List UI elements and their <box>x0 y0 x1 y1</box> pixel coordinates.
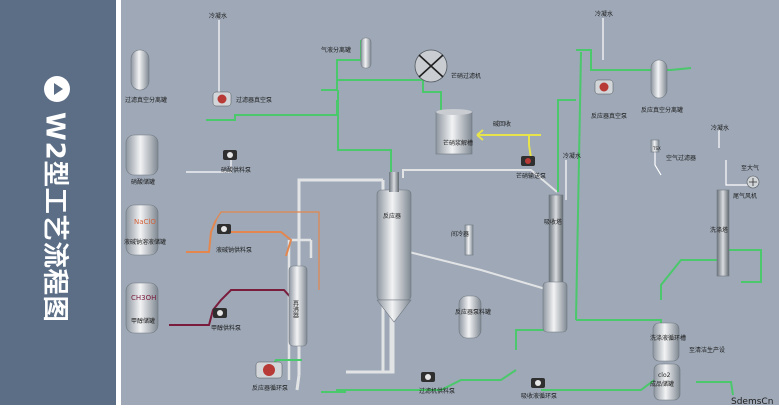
pipe-orange-reactor <box>215 211 320 290</box>
methanol-pump-label: 甲醇供料泵 <box>211 324 241 332</box>
pipe-to-atmosphere <box>725 160 751 186</box>
pump-acid[interactable]: 硝酸供料泵 <box>221 150 251 174</box>
tsx-label: TSX <box>652 146 661 151</box>
reactor-vacuum-tank-label: 反应真空分离罐 <box>641 106 683 114</box>
tail-fan[interactable]: 至大气 尾气风机 <box>733 164 760 200</box>
circ-tank[interactable]: 洗涤液循环槽 <box>650 322 686 362</box>
pipe-green-reactor-top <box>337 90 392 175</box>
naoh-tank-text: NaClO <box>134 218 156 226</box>
alkali-recovery-label: 碱回收 <box>493 120 511 128</box>
pipe-maroon-methanol <box>169 289 297 326</box>
pump-filter-vacuum[interactable]: 过滤器真空泵 <box>212 91 272 107</box>
air-filter[interactable]: TSX 空气过滤器 <box>650 139 696 162</box>
pipe-reactor-to-absorber <box>402 169 558 193</box>
tail-fan-label: 尾气风机 <box>733 192 757 200</box>
cooling-water-3-label: 冷凝水 <box>711 124 729 132</box>
methanol-tank-label: 甲醇储罐 <box>131 317 155 325</box>
watermark: SdemsCn <box>731 397 773 405</box>
cooling-water-2-label: 冷凝水 <box>595 10 613 18</box>
pipe-air-filter <box>654 150 662 176</box>
mango-filter-label: 芒硝过滤机 <box>451 72 481 80</box>
tank-reactor-vacuum[interactable]: 反应真空分离罐 <box>641 59 683 114</box>
to-production-label: 至清洁生产设 <box>689 346 725 354</box>
tank-mango-slurry[interactable]: 芒硝浆解槽 <box>435 109 473 155</box>
reactor-label: 反应器 <box>383 212 401 220</box>
pipe-green-right <box>575 49 692 345</box>
process-flow-diagram: 过滤真空分离罐 硝酸储罐 NaClO 液碱钠溶液储罐 CH3OH 甲醇储罐 反应… <box>124 10 773 407</box>
wash-tower[interactable]: 洗涤塔 <box>710 189 730 277</box>
naoh-tank-label: 液碱钠溶液储罐 <box>124 238 166 246</box>
heat-exchanger[interactable]: 再沸器 <box>288 265 308 347</box>
sidebar-divider <box>116 0 121 405</box>
tank-gas-separator[interactable]: 气液分离罐 <box>321 37 372 69</box>
acid-pump-label: 硝酸供料泵 <box>221 166 251 174</box>
tank-naoh[interactable]: NaClO 液碱钠溶液储罐 <box>124 204 166 256</box>
cooler[interactable]: 间冷器 <box>451 224 474 256</box>
process-diagram-canvas: 过滤真空分离罐 硝酸储罐 NaClO 液碱钠溶液储罐 CH3OH 甲醇储罐 反应… <box>121 0 779 407</box>
methanol-tank-text: CH3OH <box>131 294 156 302</box>
reactor-pump-tank[interactable]: 反应器泵料罐 <box>455 295 491 339</box>
product-tank[interactable]: clo2 成品储罐 <box>650 363 681 401</box>
product-tank-label: 成品储罐 <box>650 380 674 388</box>
mango-filter[interactable]: 芒硝过滤机 <box>414 49 481 83</box>
filter-vacuum-pump-label: 过滤器真空泵 <box>236 96 272 104</box>
mango-pump-label: 芒硝输送泵 <box>516 172 546 180</box>
cooler-label: 间冷器 <box>451 230 469 238</box>
sidebar-title: W2型工艺流程图 <box>39 112 70 323</box>
pipe-reactor-side <box>400 249 550 291</box>
absorber-label: 吸收塔 <box>544 218 562 226</box>
circ-tank-label: 洗涤液循环槽 <box>650 334 686 342</box>
gas-separator-label: 气液分离罐 <box>321 46 351 54</box>
play-circle-icon[interactable] <box>44 76 70 102</box>
pump-absorb[interactable]: 吸收液循环泵 <box>521 378 557 400</box>
acid-tank-label: 硝酸储罐 <box>131 178 155 186</box>
pump-reactor-vacuum[interactable]: 反应器真空泵 <box>591 79 627 120</box>
tank-acid[interactable]: 硝酸储罐 <box>125 134 159 186</box>
pump-reactor-circ[interactable]: 反应器循环泵 <box>252 361 288 392</box>
tank-methanol[interactable]: CH3OH 甲醇储罐 <box>125 282 159 334</box>
pump-methanol[interactable]: 甲醇供料泵 <box>211 308 241 332</box>
cooling-water-1-label: 冷凝水 <box>209 12 227 20</box>
reactor-vacuum-pump-label: 反应器真空泵 <box>591 112 627 120</box>
sidebar: W2型工艺流程图 <box>0 0 116 405</box>
pipe-acid-line <box>186 158 232 173</box>
pipe-orange-naoh <box>186 219 293 257</box>
reactor-pump-tank-label: 反应器泵料罐 <box>455 308 491 316</box>
pipe-yellow-recovery <box>476 129 541 159</box>
pump-mango[interactable]: 芒硝输送泵 <box>516 156 546 180</box>
pump-filter-feed[interactable]: 过滤机供料泵 <box>419 372 455 395</box>
reactor-vessel[interactable]: 反应器 <box>376 172 412 323</box>
pump-naoh[interactable]: 液碱钠供料泵 <box>216 224 252 254</box>
filter-feed-pump-label: 过滤机供料泵 <box>419 387 455 395</box>
product-tank-text: clo2 <box>658 372 671 379</box>
heat-exchanger-label: 再沸器 <box>292 300 299 319</box>
mango-slurry-tank-label: 芒硝浆解槽 <box>443 139 473 147</box>
reactor-circ-pump-label: 反应器循环泵 <box>252 384 288 392</box>
pipe-green-wash <box>660 249 762 300</box>
cooling-water-4-label: 冷凝水 <box>563 152 581 160</box>
pipe-reactor-bottom <box>346 318 395 374</box>
to-atmosphere-label: 至大气 <box>741 164 759 172</box>
naoh-pump-label: 液碱钠供料泵 <box>216 246 252 254</box>
absorber-column[interactable]: 吸收塔 <box>542 194 568 333</box>
wash-tower-label: 洗涤塔 <box>710 226 728 234</box>
filter-vacuum-tank-label: 过滤真空分离罐 <box>125 96 167 104</box>
absorb-pump-label: 吸收液循环泵 <box>521 392 557 400</box>
tank-filter-vacuum[interactable]: 过滤真空分离罐 <box>125 49 167 104</box>
pipe-green-to-production <box>696 381 734 396</box>
air-filter-label: 空气过滤器 <box>666 154 696 162</box>
